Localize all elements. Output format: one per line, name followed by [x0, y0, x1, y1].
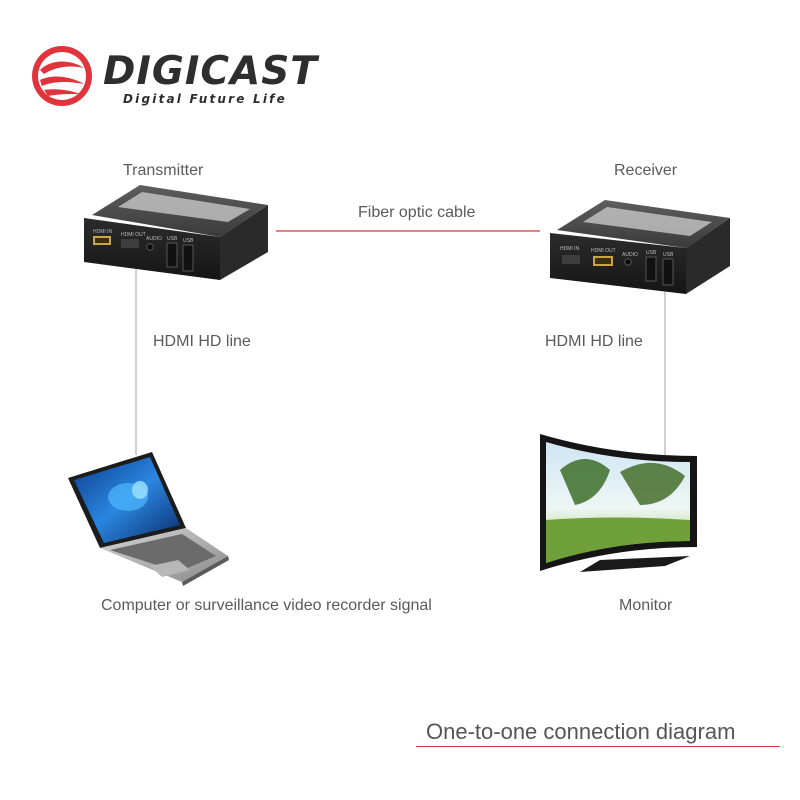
right-hdmi-line-label: HDMI HD line — [545, 333, 643, 350]
transmitter-device: HDMI IN HDMI OUT AUDIO USB USB — [84, 185, 268, 280]
left-hdmi-line-label: HDMI HD line — [153, 333, 251, 350]
receiver-label: Receiver — [614, 162, 678, 179]
diagram-caption: One-to-one connection diagram — [426, 719, 736, 744]
fiber-optic-cable-label: Fiber optic cable — [358, 204, 476, 221]
transmitter-label: Transmitter — [123, 162, 204, 179]
svg-text:USB: USB — [183, 238, 194, 244]
svg-text:HDMI IN: HDMI IN — [560, 246, 580, 252]
digicast-logo — [30, 44, 94, 108]
svg-text:HDMI OUT: HDMI OUT — [591, 248, 616, 254]
monitor-label: Monitor — [619, 597, 673, 614]
svg-text:AUDIO: AUDIO — [146, 236, 162, 242]
receiver-device: HDMI IN HDMI OUT AUDIO USB USB — [550, 200, 730, 294]
svg-text:HDMI OUT: HDMI OUT — [121, 232, 146, 238]
caption-underline — [416, 746, 780, 747]
svg-text:USB: USB — [663, 252, 674, 258]
digicast-swirl-logo-icon — [32, 46, 92, 106]
source-device-label: Computer or surveillance video recorder … — [101, 597, 432, 614]
svg-text:AUDIO: AUDIO — [622, 252, 638, 258]
svg-text:USB: USB — [646, 250, 657, 256]
laptop-image — [68, 452, 229, 586]
svg-text:USB: USB — [167, 236, 178, 242]
svg-text:HDMI IN: HDMI IN — [93, 229, 113, 235]
monitor-image — [540, 434, 697, 572]
brand-name: DIGICAST — [103, 49, 318, 94]
brand-tagline: Digital Future Life — [123, 92, 287, 106]
